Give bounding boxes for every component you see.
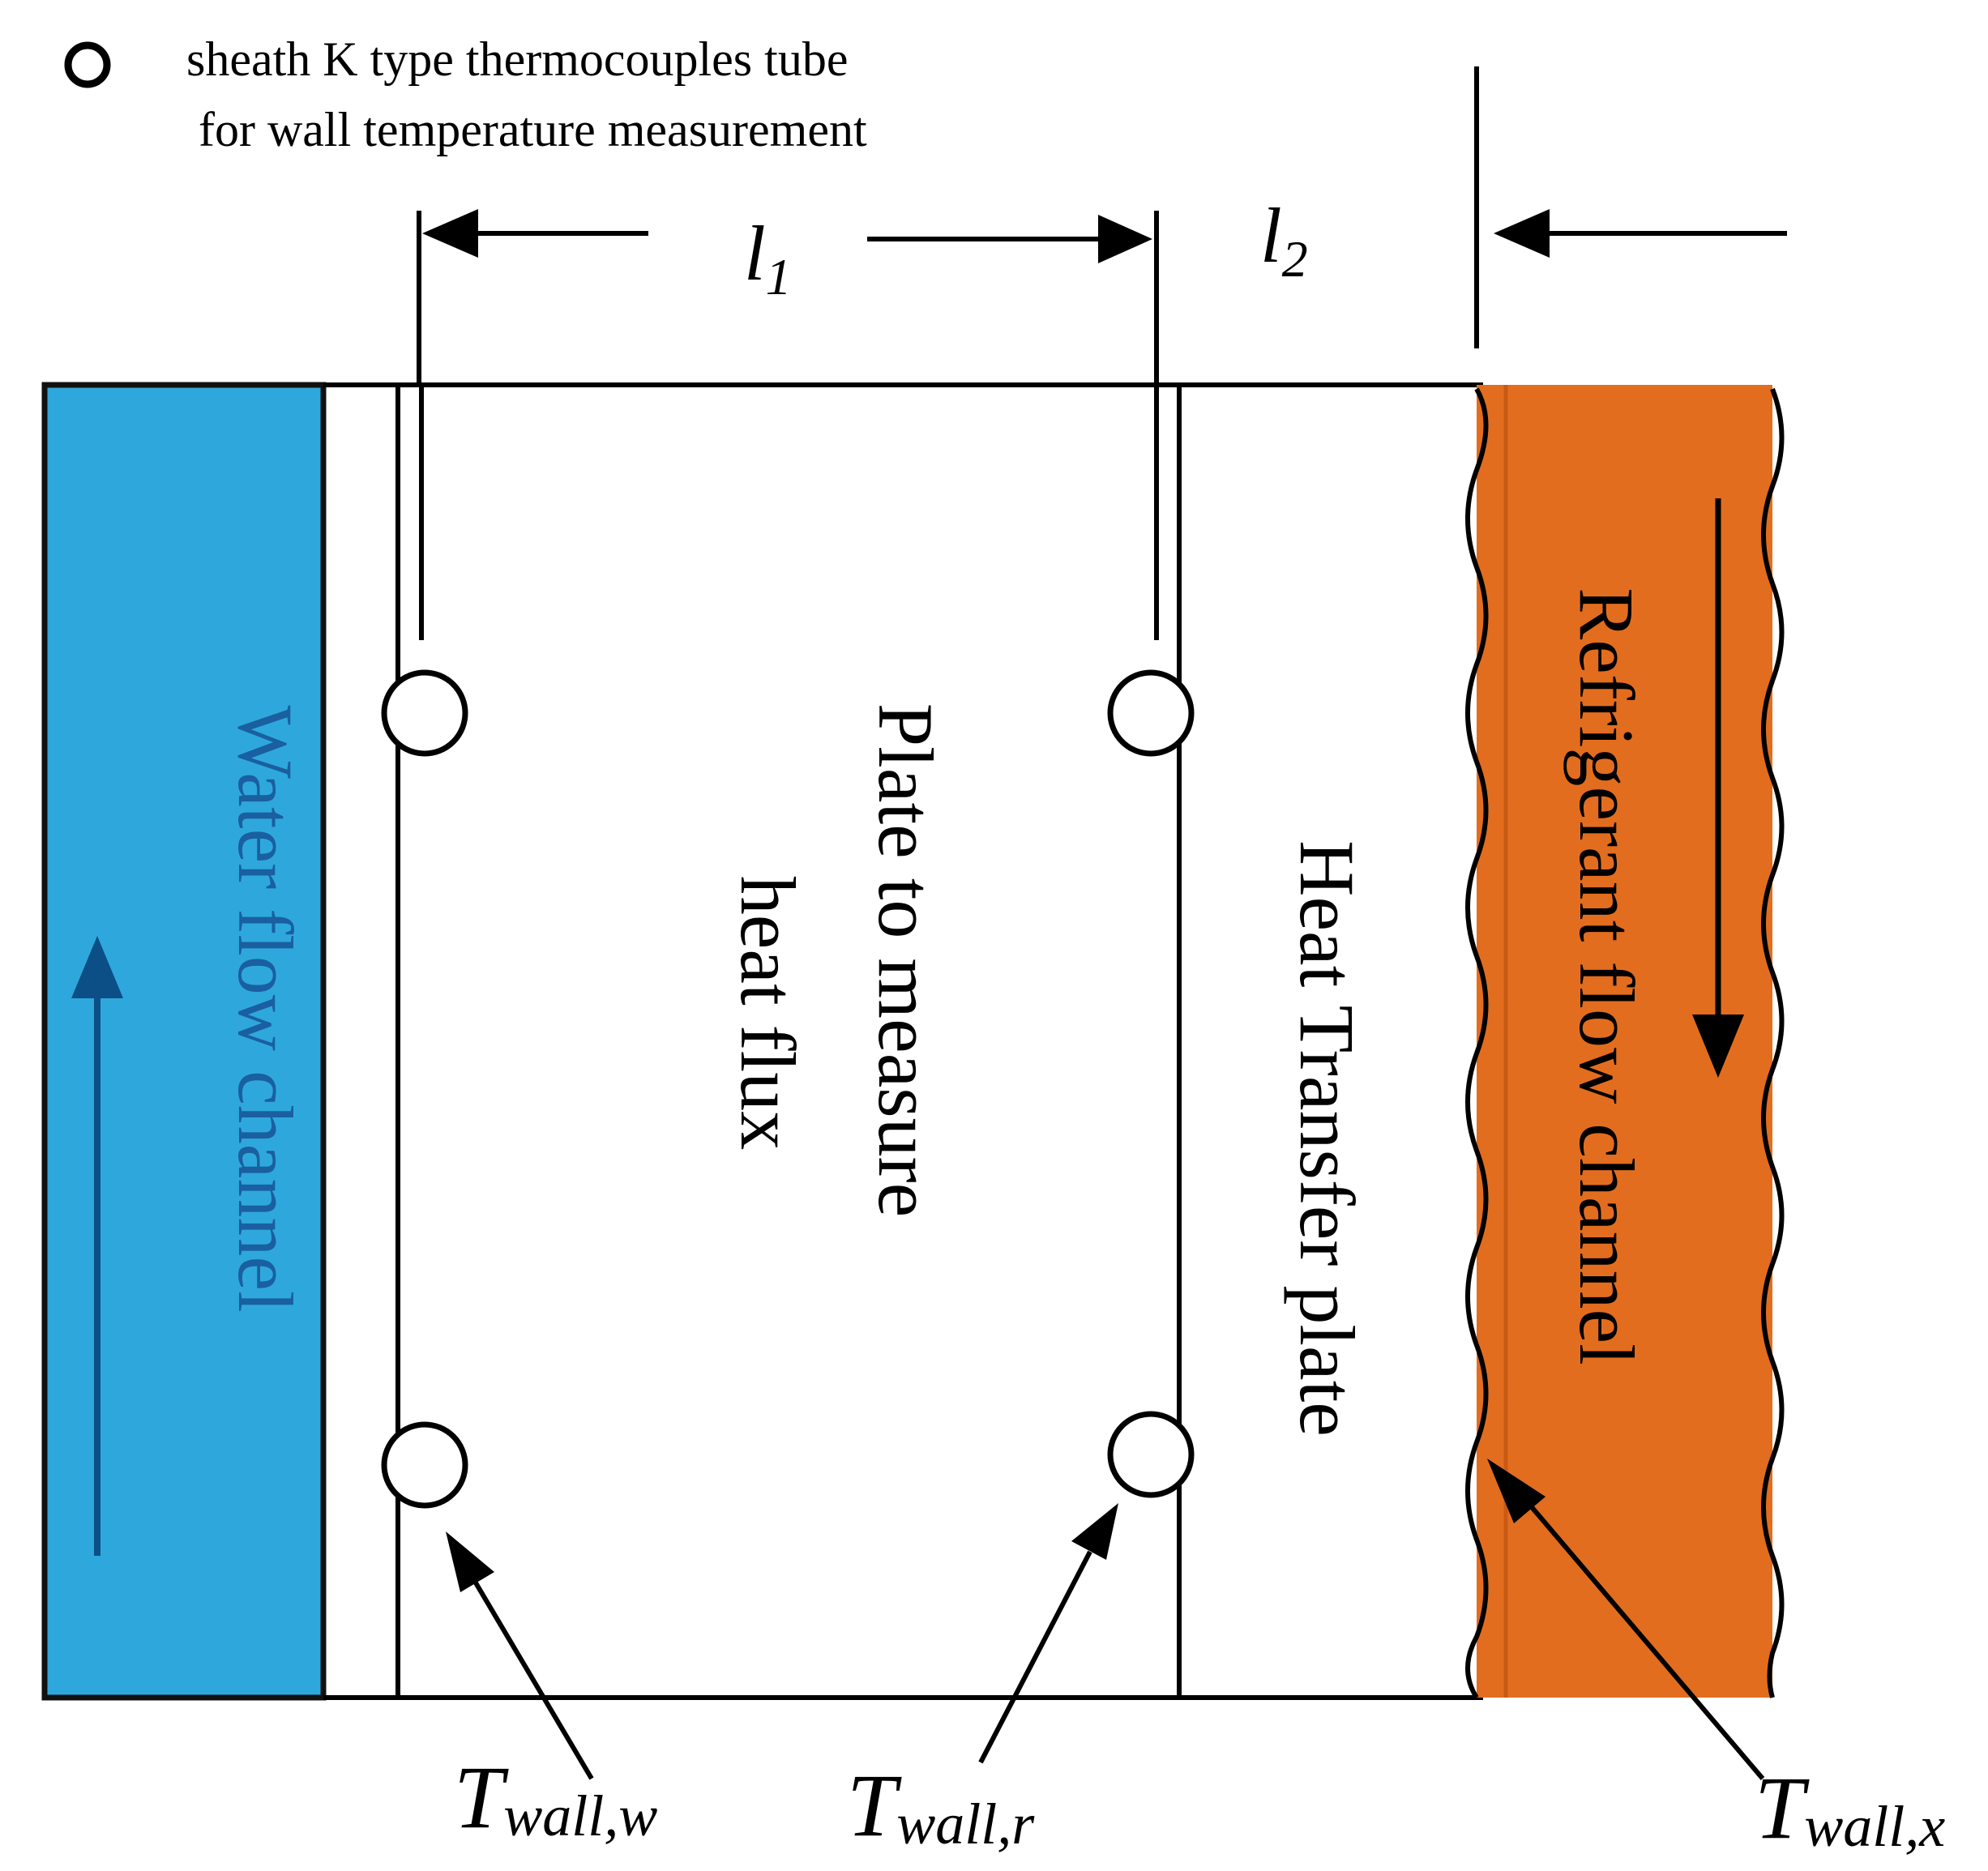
- l1-arrow-left-head: [422, 209, 478, 258]
- refrigerant-wavy-wall-right: [1761, 387, 1785, 1698]
- thermocouple-upper-left: [381, 669, 468, 757]
- l1-label: l1: [744, 210, 792, 305]
- refrigerant-wavy-wall-left: [1465, 387, 1489, 1699]
- thermocouple-upper-right: [1107, 669, 1195, 757]
- l1-subscript: 1: [766, 248, 792, 305]
- twall-w-pointer-shaft: [472, 1578, 594, 1780]
- twall-w-base: T: [454, 1748, 509, 1847]
- twall-w-subscript: wall,w: [503, 1783, 657, 1848]
- l2-label: l2: [1260, 192, 1308, 288]
- water-flow-channel-label: Water flow channel: [222, 705, 309, 1312]
- twall-r-label: Twall,r: [847, 1756, 1035, 1856]
- refrigerant-flow-channel-label: Refrigerant flow channel: [1563, 587, 1650, 1365]
- twall-r-pointer-shaft: [978, 1550, 1092, 1764]
- twall-x-pointer-shaft: [1529, 1506, 1765, 1780]
- thermocouple-lower-left: [381, 1421, 468, 1509]
- twall-w-label: Twall,w: [454, 1748, 657, 1848]
- twall-r-pointer-head: [1071, 1503, 1118, 1560]
- legend-line-2: for wall temperature measurement: [199, 103, 867, 156]
- twall-x-pointer-head: [1487, 1459, 1546, 1523]
- measure-plate-label-line-2: heat flux: [725, 876, 811, 1151]
- twall-x-base: T: [1755, 1758, 1810, 1857]
- twall-r-subscript: wall,r: [896, 1792, 1035, 1856]
- transfer-plate-label: Heat Transfer plate: [1284, 840, 1370, 1437]
- l1-base: l: [744, 210, 766, 297]
- twall-w-pointer-head: [446, 1531, 494, 1592]
- water-flow-arrow-head: [71, 936, 123, 998]
- l1-arrow-right-head: [1098, 215, 1152, 263]
- refrigerant-flow-arrow-head: [1692, 1015, 1744, 1078]
- water-flow-channel: [41, 382, 327, 1701]
- legend-line-1: sheath K type thermocouples tube: [186, 32, 848, 86]
- thermocouple-legend-icon: [64, 41, 111, 88]
- thermocouple-lower-right: [1107, 1411, 1195, 1498]
- l2-subscript: 2: [1282, 230, 1308, 288]
- l2-base: l: [1260, 192, 1282, 279]
- twall-r-base: T: [847, 1756, 902, 1855]
- twall-x-subscript: wall,x: [1804, 1794, 1945, 1859]
- measure-plate-label-line-1: Plate to measure: [862, 703, 949, 1217]
- l2-arrow-head: [1494, 209, 1550, 258]
- twall-x-label: Twall,x: [1755, 1758, 1945, 1859]
